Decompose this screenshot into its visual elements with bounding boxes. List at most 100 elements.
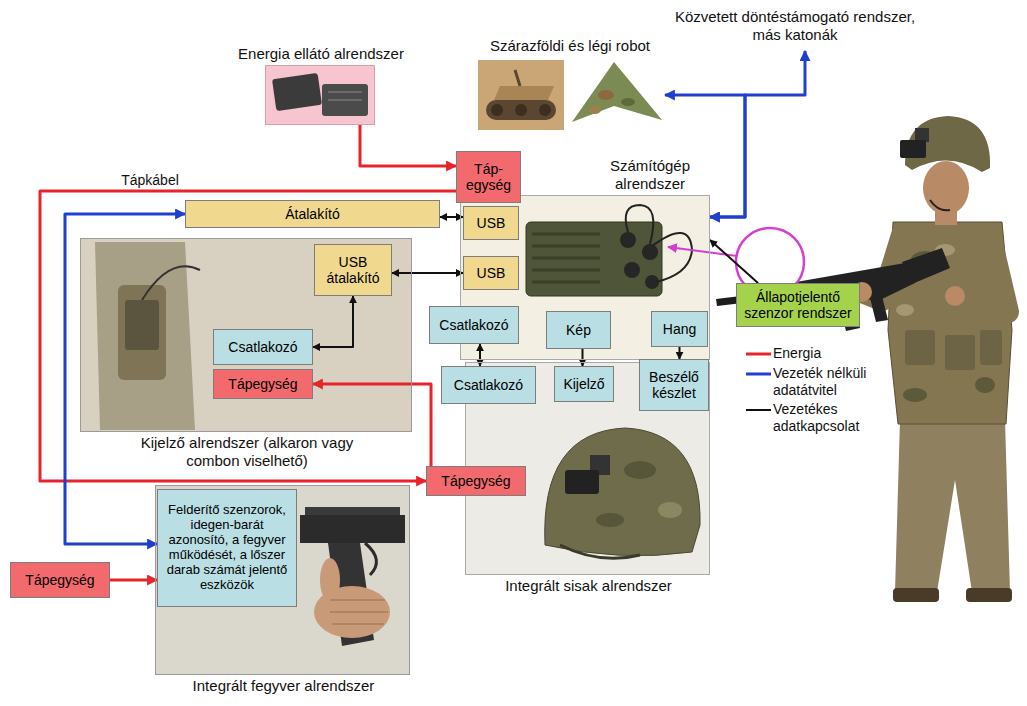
robot-picture [494, 86, 554, 100]
sensor-box: Állapotjelentő szenzor rendszer [736, 283, 860, 327]
box-label: Állapotjelentő szenzor rendszer [741, 289, 855, 321]
helmet-picture [560, 545, 640, 558]
connector [392, 272, 463, 274]
robot-picture [572, 62, 662, 122]
subsystem-panel: Kijelző alrendszer (alkaron vagy combon … [80, 238, 412, 432]
soldier-picture [896, 304, 914, 316]
connector [360, 125, 456, 166]
panel-heading: Energia ellátó alrendszer [201, 45, 441, 63]
connector [679, 347, 681, 359]
panel-heading: Kijelző alrendszer (alkaron vagy combon … [135, 434, 360, 470]
box-label: USB átalakító [319, 254, 387, 286]
power-box: Tápegység [10, 562, 110, 598]
port-box: USB [463, 256, 519, 290]
panel-heading: Integrált sisak alrendszer [466, 577, 711, 595]
legend-row: Vezeték nélküli adatátvitel [745, 365, 891, 399]
helmet-picture [565, 470, 599, 494]
robot-picture [515, 70, 520, 86]
box-label: Csatlakozó [439, 317, 508, 333]
legend-row: Energia [745, 345, 891, 362]
battery-picture [322, 84, 368, 116]
connector [313, 384, 431, 466]
box-label: Tápegység [25, 572, 94, 588]
headset-box: Beszélő készlet [639, 359, 709, 411]
legend-line [746, 372, 771, 375]
panel-ground [265, 65, 375, 125]
helmet-picture [545, 428, 700, 558]
computer-picture [624, 262, 640, 278]
helmet-picture [596, 513, 624, 527]
soldier-picture [895, 420, 1010, 592]
weapon-picture [300, 507, 405, 646]
robot-panel: Szárazföldi és légi robot [475, 58, 665, 132]
leg-holster-picture [95, 242, 195, 430]
legend-text: Vezetékes adatkapcsolat [773, 401, 891, 435]
converter-box: USB átalakító [314, 244, 392, 296]
soldier-picture [716, 116, 1012, 602]
legend-line-sample [745, 403, 773, 417]
subsystem-panel: Integrált sisak alrendszerCsatlakozóKije… [465, 362, 710, 575]
soldier-picture [923, 161, 969, 215]
panel-ground [80, 65, 710, 675]
soldier-picture [980, 330, 1002, 365]
box-label: Beszélő készlet [644, 369, 704, 401]
box-label: Hang [663, 321, 696, 337]
signal-box: Hang [651, 311, 708, 347]
power-box: Tápegység [426, 466, 526, 496]
legend-line [746, 409, 771, 411]
helmet-picture [624, 461, 656, 479]
battery-picture [328, 92, 362, 100]
power-box: Táp- egység [456, 151, 521, 203]
computer-picture [526, 222, 662, 296]
box-label: Tápegység [441, 473, 510, 489]
helmet-picture [658, 502, 682, 518]
box-label: Közvetett döntéstámogató rendszer, más k… [674, 8, 916, 44]
computer-picture [642, 244, 658, 260]
legend: EnergiaVezeték nélküli adatátvitelVezeté… [745, 345, 891, 438]
soldier-picture [900, 140, 926, 158]
box-label: Kép [566, 322, 591, 338]
leg-holster-picture [142, 266, 200, 300]
robot-picture [598, 90, 614, 100]
box-label: Tápegység [228, 376, 297, 392]
robot-picture [539, 104, 551, 116]
robot-picture [478, 60, 564, 130]
connector-box: Csatlakozó [213, 329, 313, 365]
legend-line-sample [745, 367, 773, 381]
panel-heading: Szárazföldi és légi robot [450, 37, 690, 55]
subsystem-panel: Számítógép alrendszerTáp- egységUSBUSBCs… [460, 195, 710, 360]
legend-row: Vezetékes adatkapcsolat [745, 401, 891, 435]
panel-ground [80, 238, 412, 432]
robot-picture [486, 100, 556, 120]
subsystem-panel: Energia ellátó alrendszer [265, 65, 375, 125]
leg-holster-picture [95, 242, 200, 430]
battery-picture [272, 73, 322, 111]
leg-holster-picture [125, 300, 159, 350]
box-label: Táp- egység [461, 161, 516, 193]
display-box: Kijelző [554, 366, 614, 402]
computer-picture [532, 234, 600, 282]
connector [313, 296, 353, 347]
box-label: USB [477, 265, 506, 281]
edge-label: Tápkábel [118, 172, 182, 188]
soldier-picture [945, 335, 975, 370]
soldier-picture [903, 388, 927, 402]
connector [40, 191, 456, 481]
box-label: Csatlakozó [228, 339, 297, 355]
robot-picture [478, 60, 662, 130]
port-box: USB [463, 206, 519, 240]
soldier-picture [893, 588, 939, 602]
connector [710, 51, 805, 217]
weapon-picture [300, 515, 405, 543]
connector [665, 95, 745, 217]
converter-box: Átalakító [185, 200, 440, 228]
soldier-picture [915, 128, 929, 142]
connector [710, 240, 758, 283]
panel-ground [155, 485, 410, 675]
soldier-picture [905, 330, 935, 365]
soldier-picture [966, 588, 1012, 602]
legend-line-sample [745, 347, 773, 361]
connector [582, 349, 584, 366]
weapon-picture [305, 507, 400, 515]
